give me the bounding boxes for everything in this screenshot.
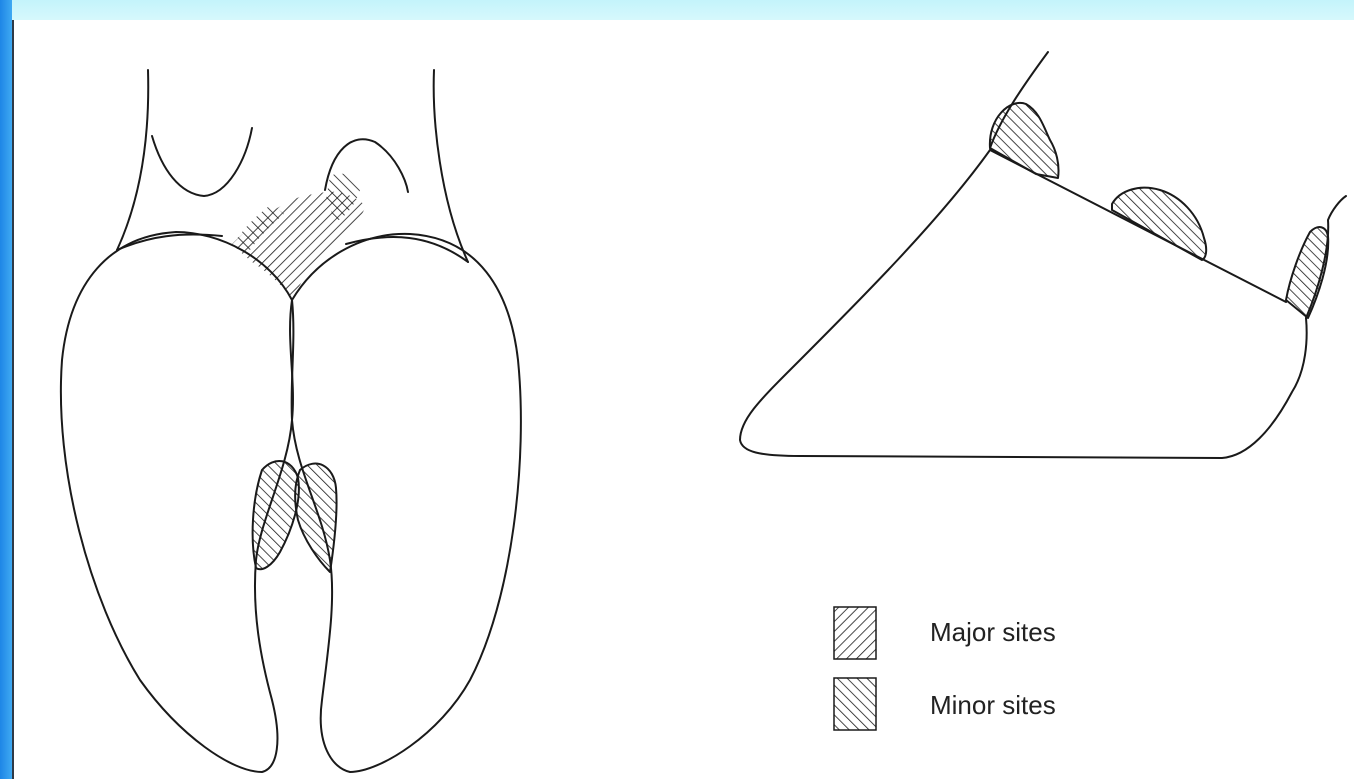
sole-view-figure	[61, 70, 521, 772]
legend-swatch-major	[834, 607, 876, 659]
legend	[834, 607, 876, 730]
minor-site-wall-mid	[1112, 188, 1206, 260]
legend-swatch-minor	[834, 678, 876, 730]
hoof-capsule-outline	[740, 150, 1307, 458]
minor-site-interdigital-left	[253, 461, 299, 569]
legend-label-major: Major sites	[930, 617, 1056, 648]
minor-site-interdigital-right	[295, 464, 336, 572]
lateral-view-figure	[740, 52, 1346, 458]
coronary-band-line	[990, 150, 1286, 302]
legend-label-minor: Minor sites	[930, 690, 1056, 721]
